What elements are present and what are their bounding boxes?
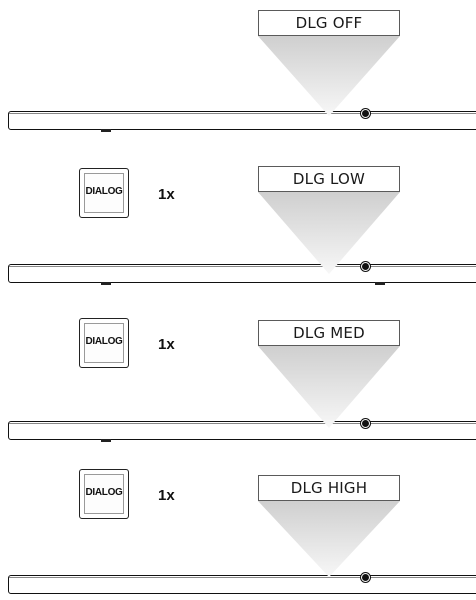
dialog-button[interactable]: DIALOG: [79, 318, 129, 368]
status-led-icon: [361, 109, 370, 118]
status-led-icon: [361, 419, 370, 428]
pointer-arrow: [258, 36, 400, 116]
step-dlg-low: DIALOG 1x DLG LOW: [0, 150, 476, 300]
pointer-arrow: [258, 192, 400, 274]
dialog-button-label: DIALOG: [85, 487, 123, 498]
dialog-button-label: DIALOG: [85, 186, 123, 197]
soundbar: [8, 262, 476, 285]
dialog-button-label: DIALOG: [85, 336, 123, 347]
soundbar: [8, 109, 476, 132]
soundbar-edge: [9, 113, 476, 114]
pointer-arrow: [258, 346, 400, 428]
soundbar: [8, 573, 476, 594]
step-dlg-med: DIALOG 1x DLG MED: [0, 300, 476, 450]
press-count: 1x: [158, 487, 175, 504]
dialog-button[interactable]: DIALOG: [79, 168, 129, 218]
soundbar-edge: [9, 266, 476, 267]
soundbar: [8, 419, 476, 442]
soundbar-foot: [101, 129, 111, 132]
soundbar-foot: [101, 439, 111, 442]
press-count: 1x: [158, 336, 175, 353]
soundbar-foot: [375, 282, 385, 285]
status-led-icon: [361, 573, 370, 582]
soundbar-edge: [9, 577, 476, 578]
pointer-arrow: [258, 501, 400, 577]
step-dlg-off: DLG OFF: [0, 0, 476, 150]
press-count: 1x: [158, 186, 175, 203]
status-led-icon: [361, 262, 370, 271]
step-dlg-high: DIALOG 1x DLG HIGH: [0, 450, 476, 600]
mode-label: DLG OFF: [258, 10, 400, 36]
mode-label: DLG HIGH: [258, 475, 400, 501]
mode-label: DLG LOW: [258, 166, 400, 192]
soundbar-edge: [9, 423, 476, 424]
dialog-button[interactable]: DIALOG: [79, 469, 129, 519]
soundbar-foot: [101, 282, 111, 285]
mode-label: DLG MED: [258, 320, 400, 346]
